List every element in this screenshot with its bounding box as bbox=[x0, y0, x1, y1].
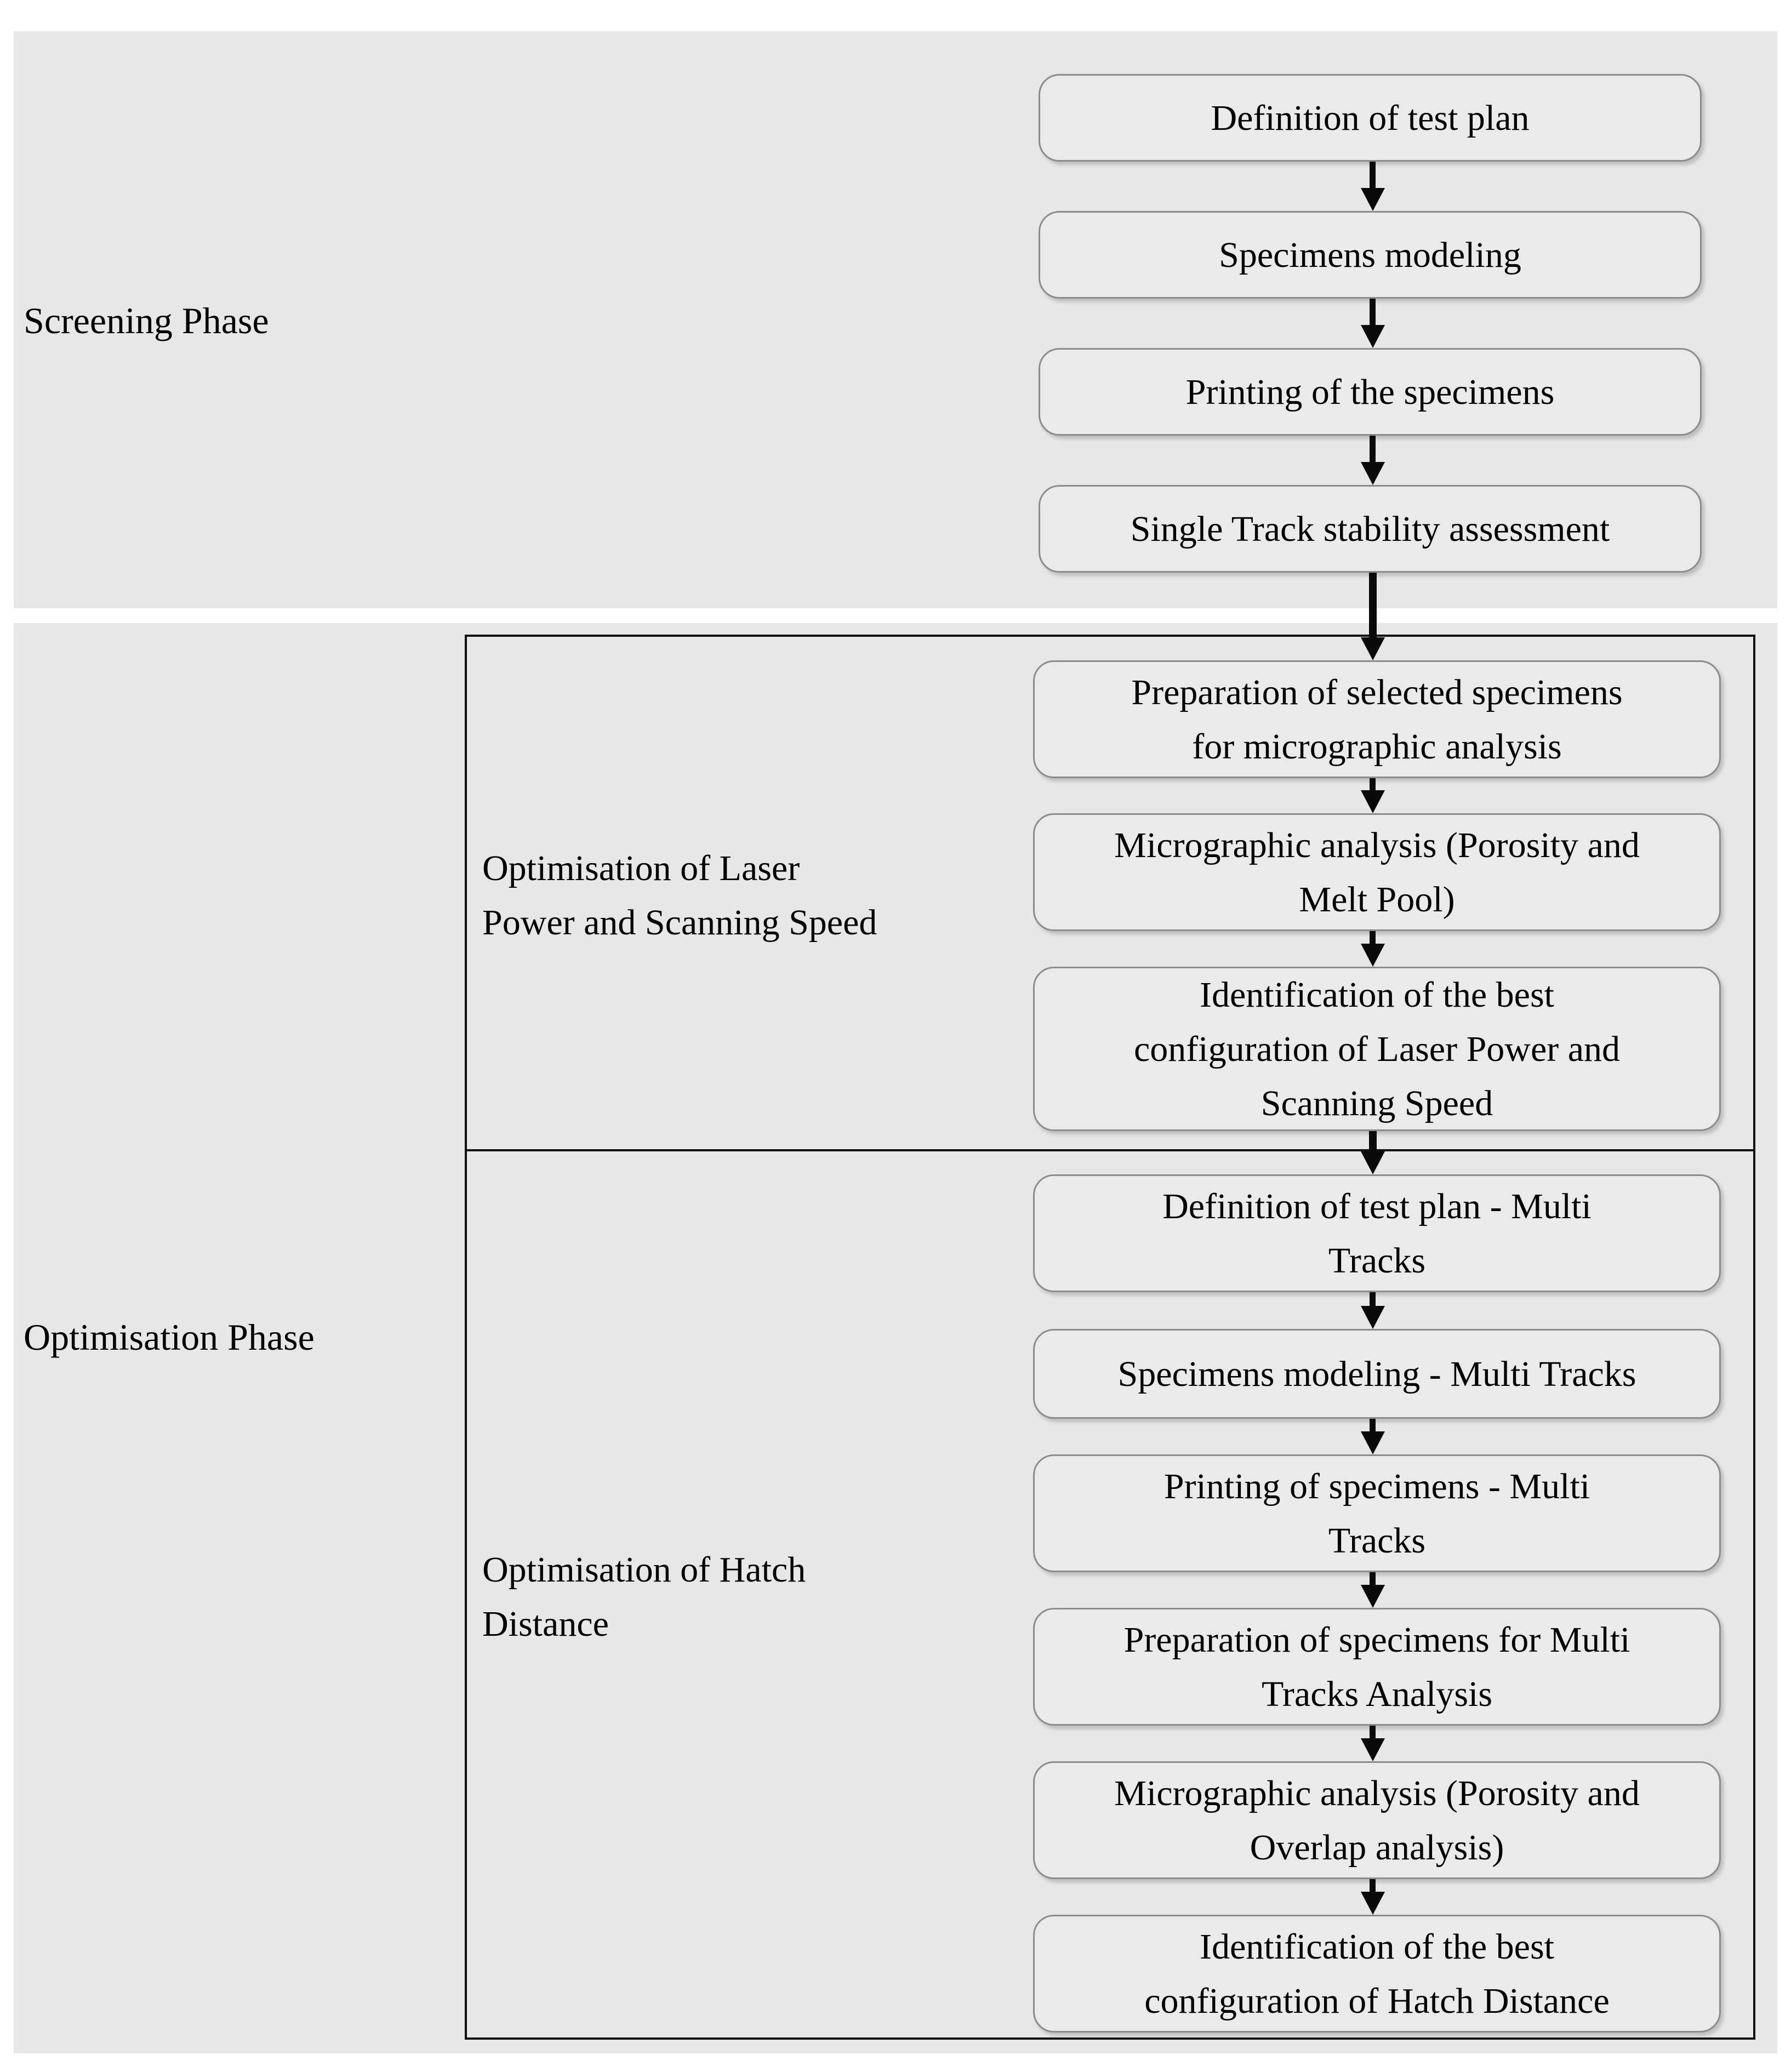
flow-arrow-down-icon bbox=[1361, 778, 1385, 813]
flow-step-box: Preparation of selected specimens for mi… bbox=[1033, 660, 1721, 778]
flow-arrow-down-icon bbox=[1361, 299, 1385, 348]
arrow-head bbox=[1361, 1738, 1385, 1761]
arrow-head bbox=[1361, 188, 1385, 211]
arrow-stem bbox=[1370, 1572, 1376, 1585]
flow-arrow-down-icon bbox=[1361, 436, 1385, 485]
flow-step-box: Micrographic analysis (Porosity and Over… bbox=[1033, 1761, 1721, 1879]
arrow-head bbox=[1361, 1892, 1385, 1915]
step-label: Specimens modeling bbox=[1219, 235, 1521, 275]
flow-step-box: Definition of test plan - Multi Tracks bbox=[1033, 1174, 1721, 1292]
arrow-head bbox=[1361, 1306, 1385, 1329]
flow-arrow-down-icon bbox=[1361, 931, 1385, 967]
flow-step-box: Identification of the best configuration… bbox=[1033, 967, 1721, 1131]
step-label: Preparation of selected specimens for mi… bbox=[1131, 672, 1623, 767]
phase-transition-arrow-down-icon bbox=[1361, 573, 1385, 660]
flow-step-box: Definition of test plan bbox=[1039, 74, 1702, 162]
step-label: Specimens modeling - Multi Tracks bbox=[1117, 1354, 1636, 1394]
arrow-stem bbox=[1370, 162, 1376, 188]
step-label: Micrographic analysis (Porosity and Melt… bbox=[1114, 825, 1640, 920]
arrow-head bbox=[1361, 637, 1385, 660]
arrow-head bbox=[1361, 462, 1385, 485]
arrow-head bbox=[1361, 944, 1385, 967]
arrow-stem bbox=[1370, 299, 1376, 325]
step-label: Micrographic analysis (Porosity and Over… bbox=[1114, 1773, 1640, 1868]
screening-phase-label: Screening Phase bbox=[24, 300, 269, 341]
arrow-head bbox=[1361, 1431, 1385, 1454]
flow-step-box: Identification of the best configuration… bbox=[1033, 1915, 1721, 2033]
flow-step-box: Printing of the specimens bbox=[1039, 348, 1702, 436]
arrow-stem bbox=[1369, 573, 1377, 637]
step-label: Printing of specimens - Multi Tracks bbox=[1163, 1466, 1590, 1561]
arrow-head bbox=[1361, 1585, 1385, 1608]
arrow-stem bbox=[1370, 1292, 1376, 1306]
arrow-head bbox=[1361, 1151, 1385, 1174]
flow-step-box: Preparation of specimens for Multi Track… bbox=[1033, 1608, 1721, 1726]
arrow-stem bbox=[1370, 1726, 1376, 1738]
flow-step-box: Specimens modeling - Multi Tracks bbox=[1033, 1329, 1721, 1419]
flow-step-box: Single Track stability assessment bbox=[1039, 485, 1702, 573]
flow-step-box: Specimens modeling bbox=[1039, 211, 1702, 299]
flow-arrow-down-icon bbox=[1361, 1292, 1385, 1329]
flow-step-box: Micrographic analysis (Porosity and Melt… bbox=[1033, 813, 1721, 931]
flow-arrow-down-icon bbox=[1361, 162, 1385, 211]
arrow-stem bbox=[1370, 1419, 1376, 1431]
flow-arrow-down-icon bbox=[1361, 1131, 1385, 1174]
arrow-stem bbox=[1370, 1879, 1376, 1892]
arrow-stem bbox=[1370, 778, 1376, 790]
flow-arrow-down-icon bbox=[1361, 1419, 1385, 1454]
hatch-distance-sub-phase-label: Optimisation of Hatch Distance bbox=[482, 1550, 806, 1644]
arrow-stem bbox=[1370, 931, 1376, 944]
flow-arrow-down-icon bbox=[1361, 1572, 1385, 1608]
arrow-head bbox=[1361, 325, 1385, 348]
arrow-stem bbox=[1370, 436, 1376, 462]
optimisation-phase-label: Optimisation Phase bbox=[24, 1316, 315, 1358]
arrow-stem bbox=[1369, 1131, 1377, 1151]
step-label: Printing of the specimens bbox=[1185, 372, 1555, 412]
sub-phase-divider-line bbox=[467, 1149, 1753, 1151]
step-label: Definition of test plan bbox=[1211, 98, 1530, 138]
flow-arrow-down-icon bbox=[1361, 1879, 1385, 1915]
step-label: Definition of test plan - Multi Tracks bbox=[1162, 1186, 1592, 1281]
laser-power-scanning-speed-sub-phase-label: Optimisation of Laser Power and Scanning… bbox=[482, 848, 877, 943]
arrow-head bbox=[1361, 790, 1385, 813]
optimisation-sub-phases-box bbox=[465, 635, 1755, 2040]
step-label: Single Track stability assessment bbox=[1130, 509, 1610, 549]
flow-arrow-down-icon bbox=[1361, 1726, 1385, 1761]
step-label: Identification of the best configuration… bbox=[1133, 974, 1621, 1123]
step-label: Identification of the best configuration… bbox=[1144, 1926, 1610, 2021]
step-label: Preparation of specimens for Multi Track… bbox=[1123, 1619, 1630, 1714]
flow-step-box: Printing of specimens - Multi Tracks bbox=[1033, 1454, 1721, 1572]
